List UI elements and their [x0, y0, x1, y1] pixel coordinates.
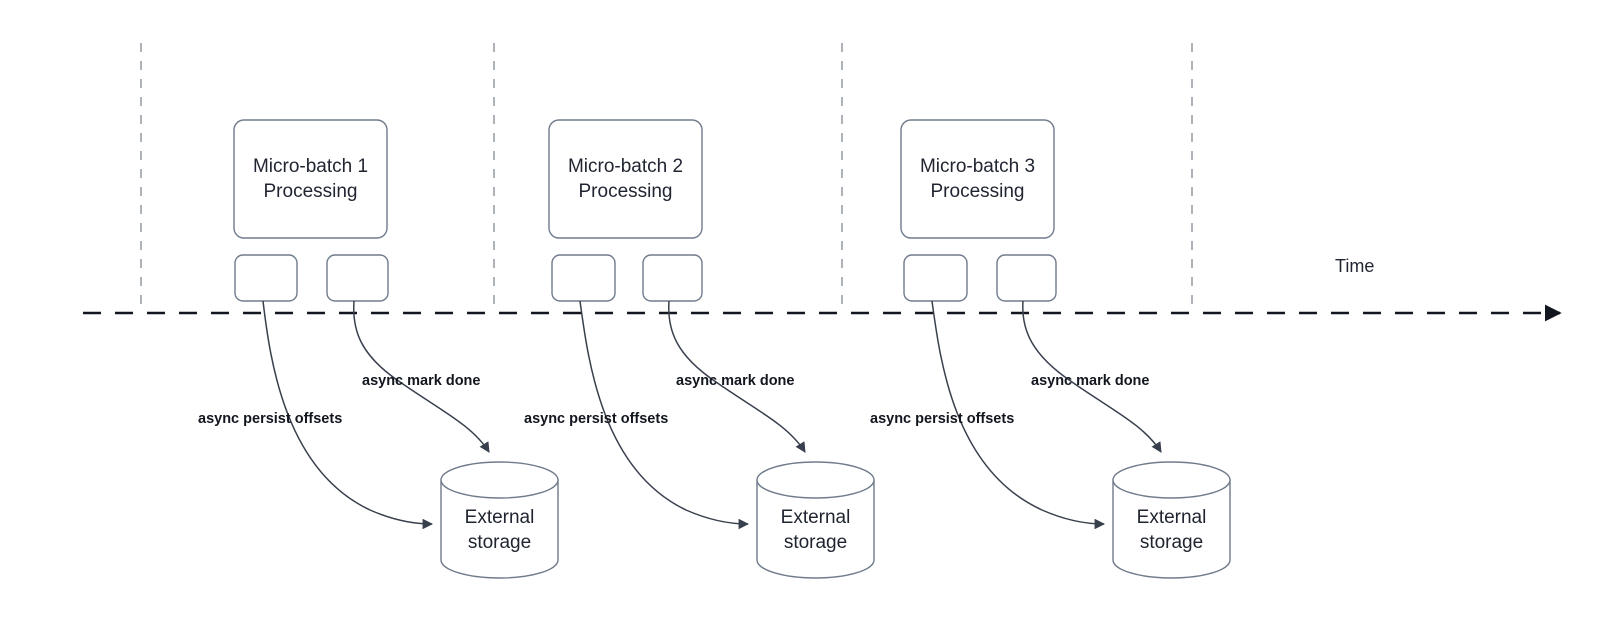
mark-done-2-label: async mark done [676, 373, 795, 389]
batch-2-shapes [548, 119, 875, 579]
task-3a-box[interactable] [903, 254, 968, 302]
mark-done-3-label: async mark done [1031, 373, 1150, 389]
persist-offsets-2-arrow [579, 300, 750, 530]
persist-offsets-1-label: async persist offsets [198, 411, 343, 427]
task-1a-box[interactable] [234, 254, 298, 302]
persist-offsets-3-arrow [931, 300, 1106, 530]
micro-batch-1-box[interactable] [233, 119, 388, 239]
micro-batch-3-box[interactable] [900, 119, 1055, 239]
task-2b-box[interactable] [642, 254, 703, 302]
batch-1-shapes [233, 119, 559, 579]
time-axis-label: Time [1335, 256, 1375, 276]
mark-done-3-arrow [1022, 300, 1162, 453]
time-divider-lines [140, 43, 1193, 313]
mark-done-1-label: async mark done [362, 373, 481, 389]
task-2a-box[interactable] [551, 254, 616, 302]
task-3b-box[interactable] [996, 254, 1057, 302]
micro-batch-2-box[interactable] [548, 119, 703, 239]
task-1b-box[interactable] [326, 254, 389, 302]
external-storage-1-cylinder[interactable] [440, 461, 559, 579]
mark-done-2-arrow [667, 300, 806, 453]
mark-done-1-arrow [352, 300, 490, 453]
external-storage-2-cylinder[interactable] [756, 461, 875, 579]
external-storage-3-cylinder[interactable] [1112, 461, 1231, 579]
persist-offsets-1-arrow [262, 300, 434, 530]
persist-offsets-3-label: async persist offsets [870, 411, 1015, 427]
persist-offsets-2-label: async persist offsets [524, 411, 669, 427]
batch-3-shapes [900, 119, 1231, 579]
